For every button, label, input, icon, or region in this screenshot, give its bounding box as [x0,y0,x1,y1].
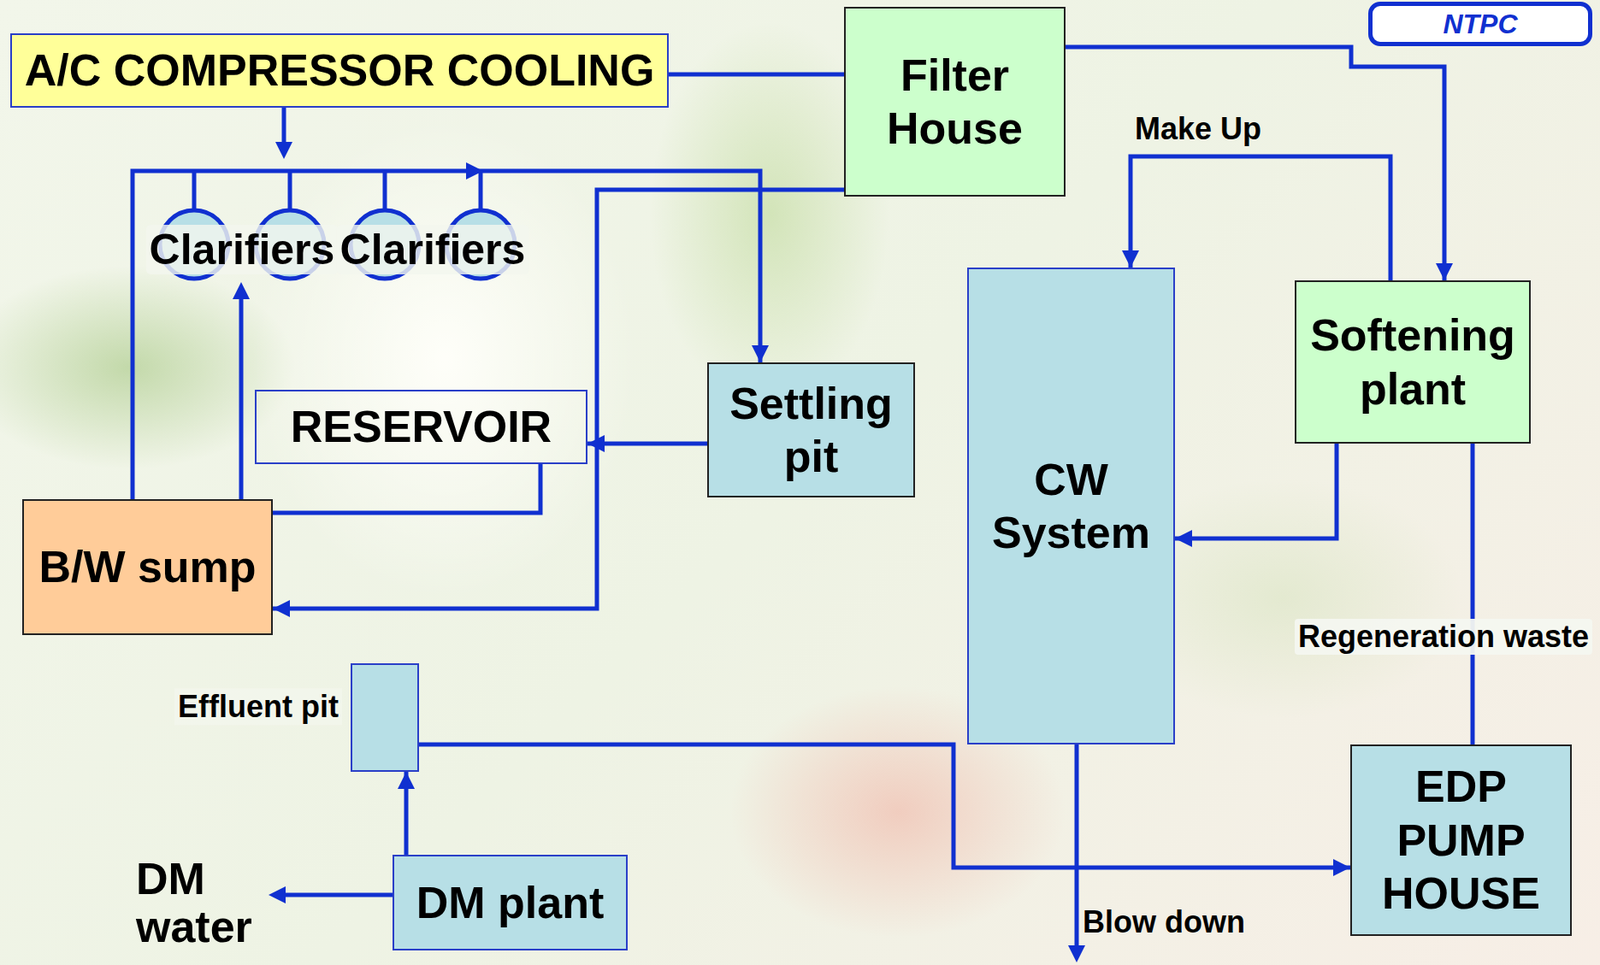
flow-connector [132,162,769,500]
sump-to-clarifier-line [239,295,244,500]
effluent-pit-box: Effluent pit [350,663,420,773]
flow-line [1174,443,1337,539]
node-text: B/W sump [30,540,265,594]
flow-connector [1065,47,1453,281]
arrow-head [275,141,293,160]
flow-line [132,171,761,500]
flow-line [668,72,845,77]
arrow-head [397,772,415,790]
node-text: CW System [975,453,1167,561]
arrow-head [1121,250,1140,268]
arrow-head [1174,530,1193,548]
flow-connector [397,772,415,856]
arrow-head [272,600,290,618]
flow-line [272,464,541,514]
flow-connector [272,464,541,514]
cooling-box: A/C COMPRESSOR COOLING [10,33,669,108]
dm-water-label: DM water [135,855,273,951]
flow-line [1130,156,1391,281]
blow-down-label: Blow down [1082,904,1246,941]
flow-connector [1174,443,1337,548]
flow-line [1470,443,1476,745]
node-text: Settling pit [715,377,907,485]
cooling-drop-line [282,101,287,146]
pump-house-box: EDP PUMP HOUSE [1350,744,1572,937]
arrow-head [268,886,286,904]
settling-pit-box: Settling pit [707,362,916,498]
flow-connector [668,74,845,76]
reservoir-box: RESERVOIR [254,389,588,465]
flow-line [1065,47,1445,281]
blow-down-line [1074,744,1080,948]
cw-system-box: CW System [967,267,1175,745]
arrow-head [587,435,605,453]
node-text: EDP PUMP HOUSE [1358,760,1564,921]
sump-box: B/W sump [22,499,273,636]
arrow-head [466,162,484,180]
dm-water-line [282,893,393,898]
node-text: Effluent pit [174,689,343,727]
flow-label: Regeneration waste [1294,619,1593,656]
dm-plant-box: DM plant [392,855,628,951]
arrow-head [1435,263,1453,281]
flow-line [419,744,1351,868]
arrow-head [1068,945,1086,963]
arrow-head [751,345,769,363]
arrow-head [232,282,250,300]
flow-label: Make Up [1134,111,1262,148]
flow-line [587,442,708,447]
node-text: Filter House [852,48,1057,156]
flow-connector [587,435,708,453]
header-tick [478,171,484,211]
flow-connector [1121,156,1391,281]
ntpc-logo: NTPC [1368,1,1593,47]
header-tick [192,171,197,211]
node-text: Softening plant [1303,308,1523,416]
clarifier-label: Clarifiers [146,224,339,275]
node-text: DM plant [401,876,620,930]
node-text: RESERVOIR [263,400,579,454]
header-tick [288,171,293,211]
arrow-head [1333,859,1351,877]
softening-plant-box: Softening plant [1294,280,1531,444]
filter-house-box: Filter House [844,6,1066,197]
header-tick [383,171,388,211]
clarifier-label: Clarifiers [336,224,530,275]
node-text: A/C COMPRESSOR COOLING [18,43,661,97]
flow-connector [1472,443,1474,745]
